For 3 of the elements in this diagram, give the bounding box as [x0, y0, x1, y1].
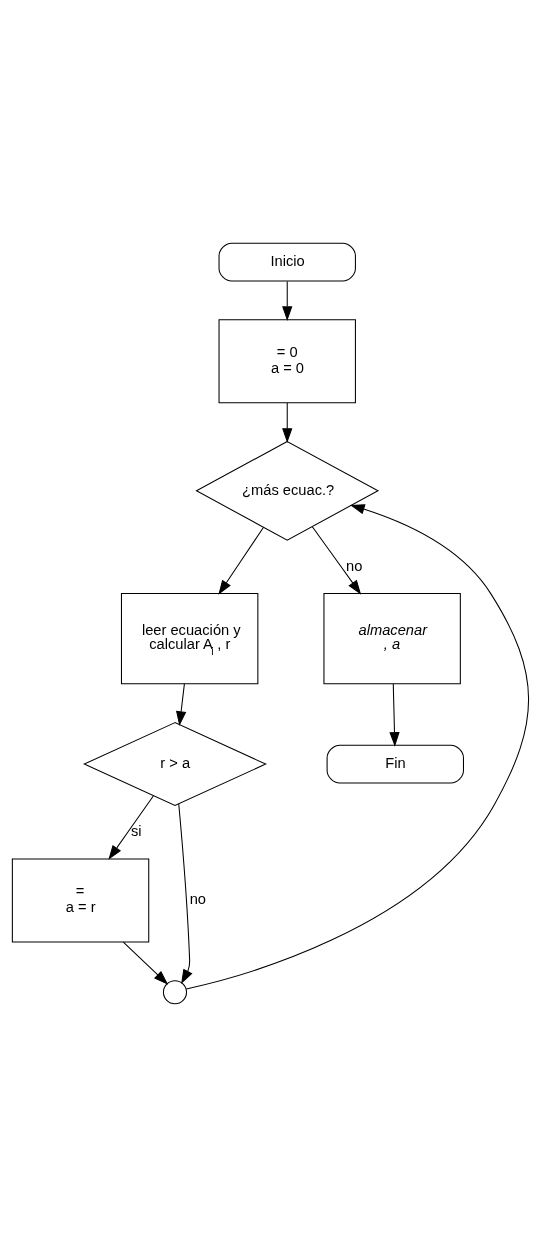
edge-label: no	[345, 557, 363, 574]
edge-label: no	[189, 891, 206, 908]
edge-label: si	[130, 823, 142, 840]
